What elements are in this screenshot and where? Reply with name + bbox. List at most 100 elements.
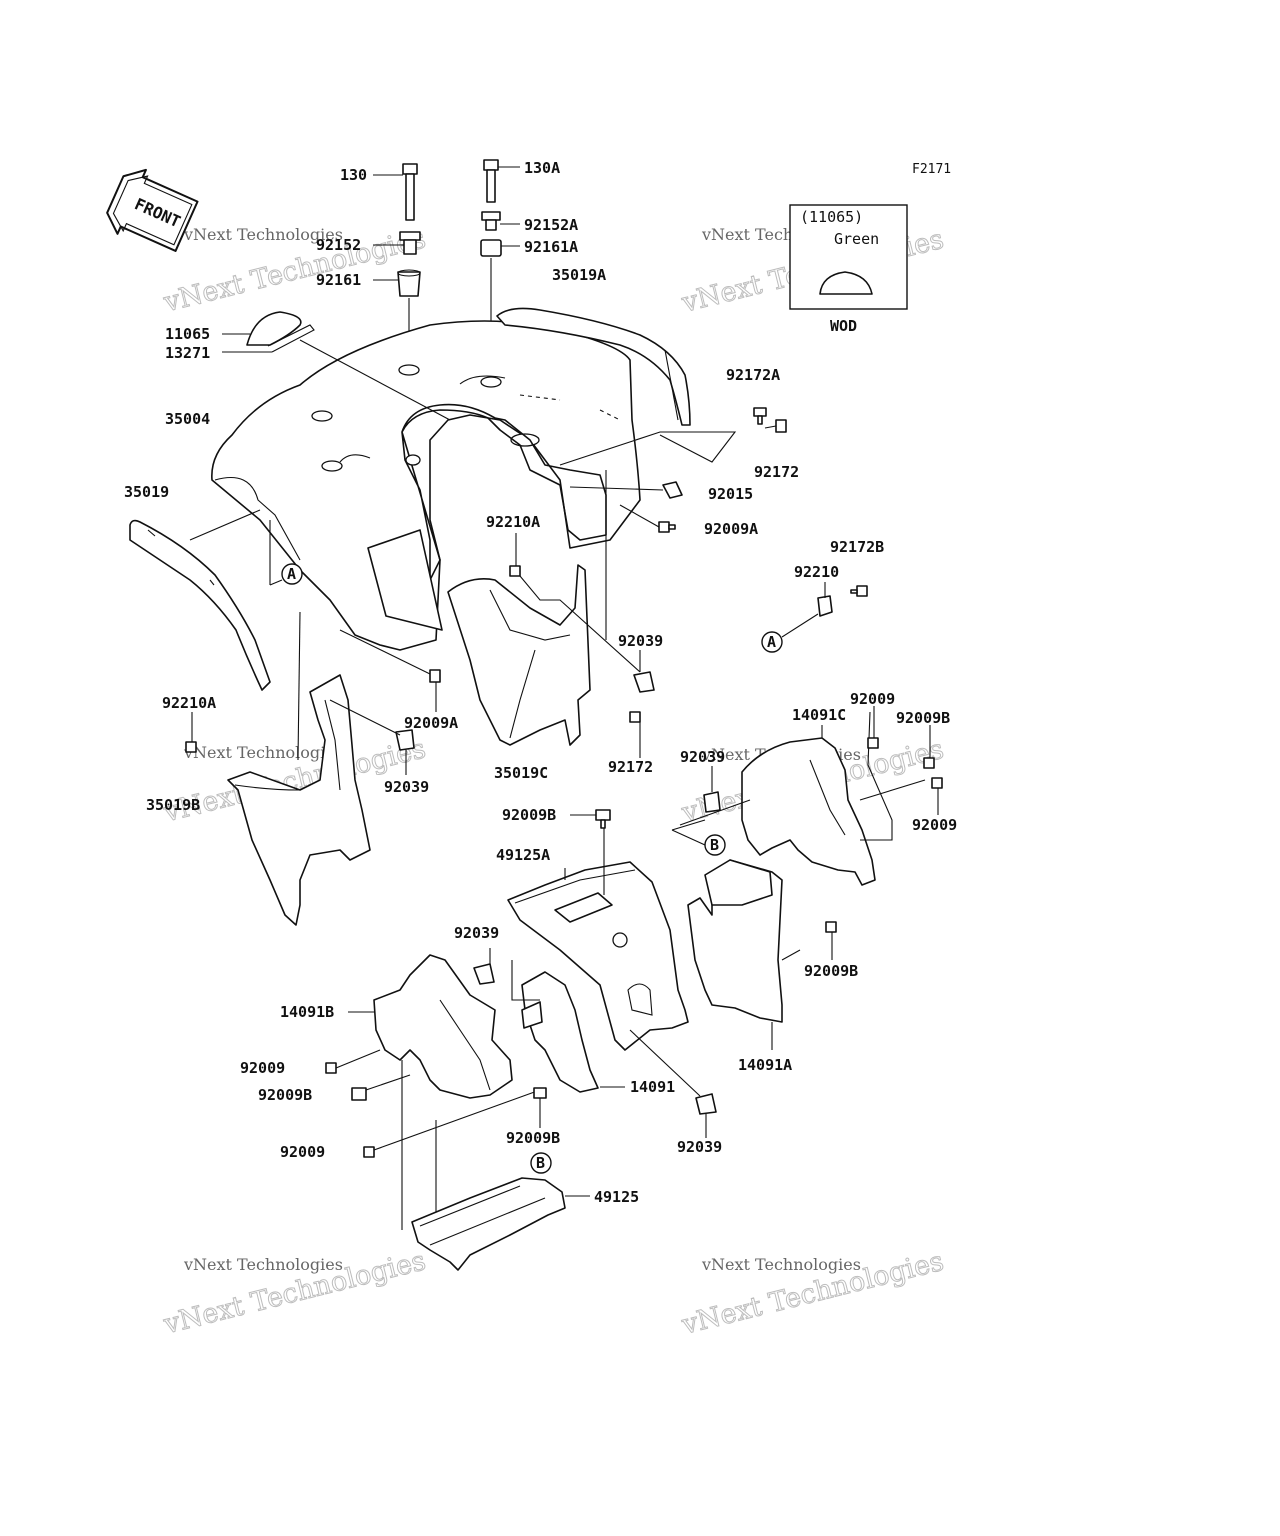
fastener-92172a bbox=[753, 407, 767, 425]
label-92009b-c: 92009B bbox=[502, 806, 556, 824]
callout-a-right: A bbox=[761, 613, 819, 653]
inset-caption: WOD bbox=[830, 317, 857, 335]
svg-text:A: A bbox=[287, 565, 296, 583]
label-92161: 92161 bbox=[316, 271, 361, 289]
label-92009-r1: 92009 bbox=[850, 690, 895, 708]
label-92009-l2: 92009 bbox=[280, 1143, 325, 1161]
label-14091c: 14091C bbox=[792, 706, 846, 724]
label-92210a-left: 92210A bbox=[162, 694, 216, 712]
label-92172-mid: 92172 bbox=[608, 758, 653, 776]
fastener-92009a-top bbox=[619, 504, 676, 533]
leader-92172 bbox=[559, 431, 737, 466]
fastener-92172b bbox=[850, 585, 868, 597]
center-cover-49125a bbox=[507, 822, 689, 1051]
fastener-92039-mid bbox=[605, 470, 655, 693]
label-92039-c: 92039 bbox=[454, 924, 499, 942]
label-92172-top: 92172 bbox=[754, 463, 799, 481]
fastener-92172 bbox=[764, 419, 787, 433]
label-92009a-mid: 92009A bbox=[404, 714, 458, 732]
inner-fender-35019c bbox=[447, 564, 591, 746]
label-35019a: 35019A bbox=[552, 266, 606, 284]
side-cover-14091a bbox=[687, 859, 801, 1050]
callout-a-left: A bbox=[189, 509, 303, 586]
figure-code: F2171 bbox=[912, 162, 951, 177]
label-92009b-l: 92009B bbox=[258, 1086, 312, 1104]
inset-color-label: Green bbox=[834, 230, 879, 248]
fastener-92039-r bbox=[703, 766, 721, 813]
label-92039-b: 92039 bbox=[677, 1138, 722, 1156]
label-92009-r2: 92009 bbox=[912, 816, 957, 834]
callout-b-right: B bbox=[671, 819, 726, 856]
fastener-92009b-r2 bbox=[825, 921, 837, 960]
part-labels: 130 130A 92152 92152A 92161 92161A 35019… bbox=[124, 159, 957, 1206]
label-14091: 14091 bbox=[630, 1078, 675, 1096]
label-92039-r: 92039 bbox=[680, 748, 725, 766]
skid-plate-49125 bbox=[411, 1177, 590, 1271]
label-35019c: 35019C bbox=[494, 764, 548, 782]
label-35004: 35004 bbox=[165, 410, 210, 428]
fastener-92172-mid bbox=[629, 711, 641, 758]
side-cover-14091b bbox=[348, 954, 513, 1240]
label-92172a: 92172A bbox=[726, 366, 780, 384]
svg-text:A: A bbox=[767, 633, 776, 651]
fastener-92039-c bbox=[473, 948, 495, 985]
callout-b-bottom: B bbox=[530, 1152, 552, 1174]
label-92009-l1: 92009 bbox=[240, 1059, 285, 1077]
watermark-small: vNext Technologies bbox=[701, 1255, 861, 1274]
label-11065: 11065 bbox=[165, 325, 210, 343]
label-92172b: 92172B bbox=[830, 538, 884, 556]
watermark-small: vNext Technologies bbox=[183, 225, 343, 244]
mudguard-35019b bbox=[227, 611, 371, 926]
inset-reflector-shape bbox=[819, 271, 873, 295]
hardware-92161 bbox=[373, 269, 421, 297]
fastener-92009b-c bbox=[570, 809, 611, 829]
flap-35019 bbox=[129, 519, 271, 691]
fastener-92039-b bbox=[629, 1029, 717, 1138]
label-92210: 92210 bbox=[794, 563, 839, 581]
label-92009b-r1: 92009B bbox=[896, 709, 950, 727]
flap-35019a bbox=[496, 307, 691, 426]
hardware-130a bbox=[483, 159, 520, 203]
label-92009b-r2: 92009B bbox=[804, 962, 858, 980]
inset-part-number: (11065) bbox=[800, 208, 863, 226]
fastener-92210a-left bbox=[185, 712, 197, 753]
watermark-small: vNext Technologies bbox=[183, 1255, 343, 1274]
reflector-11065 bbox=[222, 311, 451, 421]
label-130: 130 bbox=[340, 166, 367, 184]
fastener-92009-r1 bbox=[867, 706, 879, 749]
svg-text:B: B bbox=[536, 1154, 545, 1172]
inner-cover-14091 bbox=[511, 960, 625, 1093]
label-92152a: 92152A bbox=[524, 216, 578, 234]
fastener-92009b-r1 bbox=[923, 725, 935, 769]
fastener-92210a-mid bbox=[509, 533, 641, 673]
label-92039-mid: 92039 bbox=[618, 632, 663, 650]
fastener-92039-left bbox=[329, 699, 415, 775]
label-35019: 35019 bbox=[124, 483, 169, 501]
fastener-92009b-l bbox=[351, 1074, 411, 1101]
label-92161a: 92161A bbox=[524, 238, 578, 256]
fastener-92009a-mid bbox=[339, 629, 441, 712]
label-13271: 13271 bbox=[165, 344, 210, 362]
label-92210a-mid: 92210A bbox=[486, 513, 540, 531]
front-direction-arrow: FRONT bbox=[106, 168, 199, 252]
label-92152: 92152 bbox=[316, 236, 361, 254]
hardware-92152a bbox=[481, 211, 520, 231]
label-35019b: 35019B bbox=[146, 796, 200, 814]
side-cover-14091c bbox=[679, 711, 926, 886]
hardware-92161a bbox=[480, 239, 520, 257]
fastener-92009-r2 bbox=[931, 777, 943, 815]
hardware-92152 bbox=[373, 231, 421, 255]
fastener-92015 bbox=[569, 481, 683, 499]
label-92015: 92015 bbox=[708, 485, 753, 503]
fastener-92009-l2 bbox=[363, 1089, 541, 1158]
label-92009b-b: 92009B bbox=[506, 1129, 560, 1147]
fastener-92009-l1 bbox=[325, 1049, 381, 1074]
label-49125a: 49125A bbox=[496, 846, 550, 864]
inset-box: (11065) Green WOD bbox=[789, 204, 908, 335]
svg-text:B: B bbox=[710, 836, 719, 854]
hardware-130 bbox=[373, 163, 418, 221]
label-130a: 130A bbox=[524, 159, 560, 177]
label-14091a: 14091A bbox=[738, 1056, 792, 1074]
